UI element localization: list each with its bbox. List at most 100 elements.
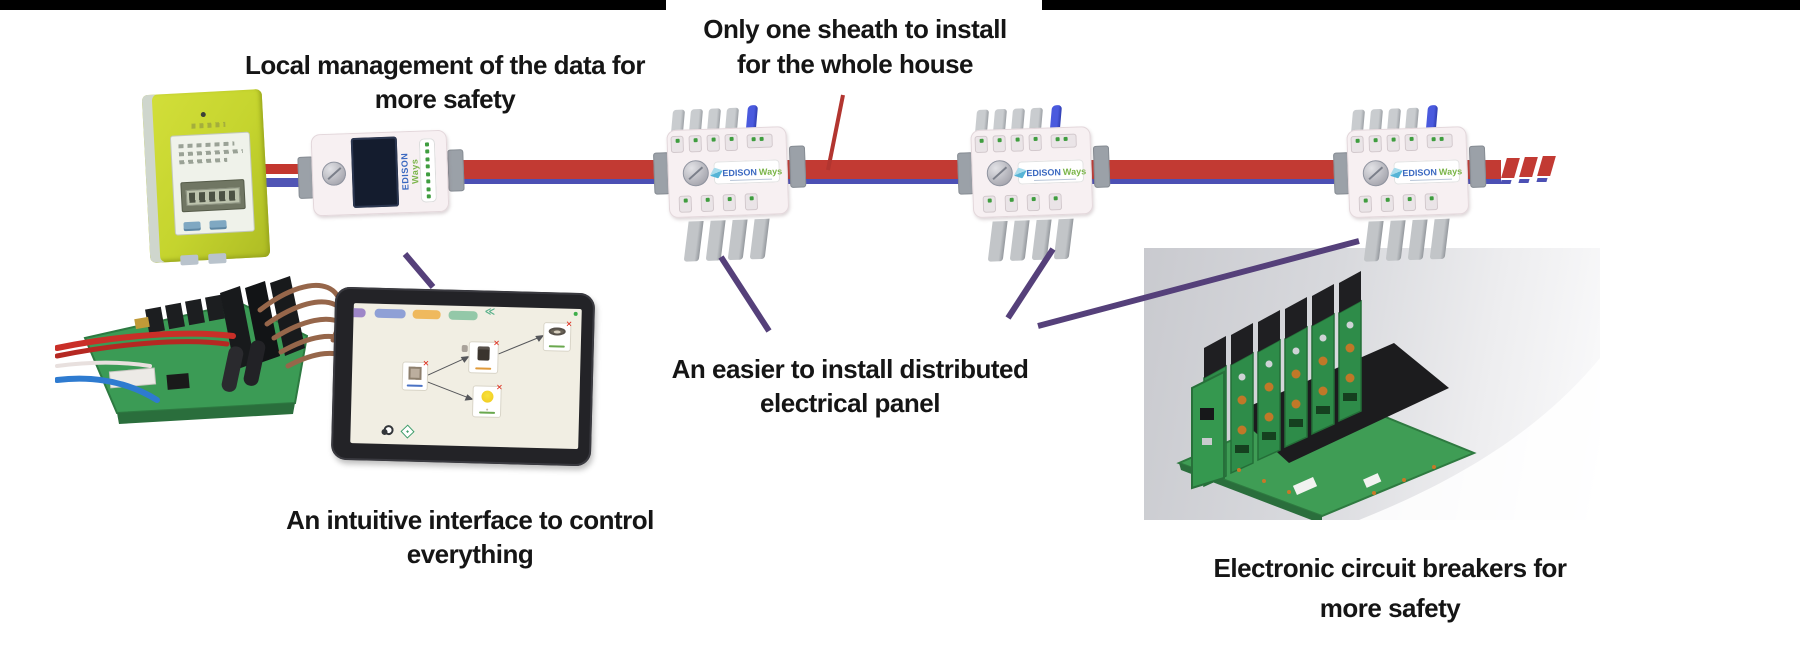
socket <box>722 193 737 212</box>
meter-lcd-display <box>180 179 246 213</box>
socket <box>670 135 685 154</box>
socket <box>1368 135 1383 153</box>
relay-pcb-photo <box>54 248 359 433</box>
node-label <box>478 410 495 414</box>
cable-collar <box>788 145 807 188</box>
bottom-prong <box>749 218 770 260</box>
top-accent-bar-right <box>1042 0 1800 10</box>
bottom-prong <box>705 220 726 261</box>
gateway-module: EDISON Ways <box>297 129 468 219</box>
socket <box>1386 134 1401 152</box>
cable-dash-blue <box>1536 178 1548 182</box>
socket <box>1004 194 1019 213</box>
lamp-node[interactable]: ✕ <box>472 382 503 417</box>
coffee-machine-icon <box>477 346 490 361</box>
gateway-screen <box>350 136 400 209</box>
cable-dash <box>1519 157 1538 177</box>
tablet: ≪ ✕ ✕ ✕ ✕ <box>330 286 596 467</box>
delete-icon[interactable]: ✕ <box>495 382 503 393</box>
socket <box>1010 134 1025 152</box>
meter-red-wire <box>258 164 316 174</box>
socket <box>700 194 715 213</box>
tablet-screen: ≪ ✕ ✕ ✕ ✕ <box>350 303 582 450</box>
meter-label-row <box>178 149 243 157</box>
socket-double <box>1050 133 1077 149</box>
gateway-brand-label: EDISON Ways <box>399 152 421 191</box>
bottom-prong <box>1407 219 1428 261</box>
delete-icon[interactable]: ✕ <box>493 338 500 348</box>
meter-lcd-segments <box>185 187 241 207</box>
meter-label-row <box>179 157 228 165</box>
bottom-prong <box>1053 218 1074 260</box>
meter-front-panel <box>169 131 255 236</box>
socket <box>688 135 703 153</box>
bottom-prong <box>1429 218 1450 260</box>
cable-dash <box>1501 158 1520 178</box>
node-label <box>475 366 492 370</box>
bottom-prong <box>1385 220 1406 261</box>
socket <box>1380 194 1395 213</box>
socket-double <box>746 133 773 149</box>
cable-collar <box>447 149 465 192</box>
flow-arrows <box>427 334 545 401</box>
ceiling-light-node[interactable]: ✕ <box>543 319 573 351</box>
socket-double <box>1426 133 1453 149</box>
label-local-management: Local management of the data for more sa… <box>244 50 646 114</box>
circuit-breaker-photo <box>1144 248 1600 524</box>
breaker-stack-illustration <box>1176 270 1600 524</box>
node-label <box>406 384 423 387</box>
delete-icon[interactable]: ✕ <box>565 319 573 329</box>
bottom-prong <box>1031 219 1052 261</box>
socket <box>706 134 721 152</box>
bottom-prong <box>727 219 748 261</box>
pointer-line-module2 <box>718 255 772 333</box>
cable-collar <box>1092 145 1111 188</box>
cable-dash-blue <box>1500 180 1512 184</box>
delete-icon[interactable]: ✕ <box>422 358 430 369</box>
cable-collar <box>1468 145 1487 188</box>
logo-tagline <box>1034 178 1077 182</box>
socket <box>1402 193 1417 212</box>
socket <box>1048 193 1063 211</box>
pointer-line-tablet <box>402 252 436 289</box>
cable-dash <box>1537 156 1556 176</box>
socket <box>1026 193 1041 212</box>
socket <box>744 193 759 211</box>
socket <box>678 195 693 213</box>
bulb-icon <box>480 390 494 403</box>
label-distributed-panel: An easier to install distributed electri… <box>671 354 1029 418</box>
meter-button <box>209 219 227 230</box>
wall-switch-icon <box>408 366 422 380</box>
top-accent-bar-left <box>0 0 666 10</box>
meter-label-row <box>178 141 235 149</box>
meter-button <box>183 221 201 232</box>
ceiling-light-icon <box>548 327 566 336</box>
switch-node[interactable]: ✕ <box>402 358 430 391</box>
label-circuit-breakers: Electronic circuit breakers for more saf… <box>1213 553 1567 623</box>
logo-tagline <box>1410 178 1453 182</box>
relay-pcb-illustration <box>54 276 359 424</box>
socket <box>1424 193 1439 211</box>
gateway-connector-strip <box>418 138 438 203</box>
socket <box>724 133 739 152</box>
cable-dash-blue <box>1518 179 1530 183</box>
socket <box>1350 135 1365 154</box>
sheath-pointer-line <box>826 94 845 171</box>
socket <box>1358 195 1373 213</box>
bottom-prong <box>1363 220 1384 262</box>
appliance-node[interactable]: ✕ <box>469 338 500 373</box>
bottom-prong <box>683 220 704 262</box>
socket <box>982 195 997 213</box>
meter-blue-wire <box>258 178 316 187</box>
label-intuitive-interface: An intuitive interface to control everyt… <box>286 505 654 569</box>
bottom-prong <box>1009 220 1030 261</box>
bottom-prong <box>987 220 1008 262</box>
socket <box>1404 133 1419 152</box>
socket <box>1028 133 1043 152</box>
